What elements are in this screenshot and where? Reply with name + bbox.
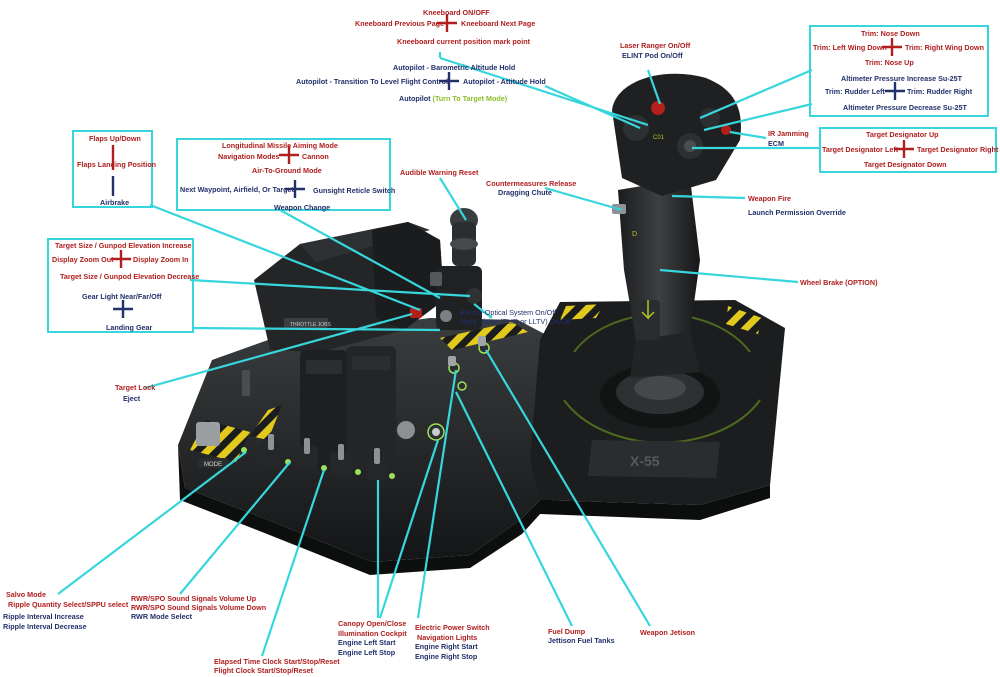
trim-left-label: Trim: Left Wing Down [813,43,887,52]
trim-right-label: Trim: Right Wing Down [905,43,984,52]
weapon-change-label: Weapon Change [274,203,331,212]
airbrake-label: Airbrake [100,198,130,207]
stick-marker: D [632,231,637,238]
ripple-decrease-label: Ripple Interval Decrease [3,622,87,631]
designator-down-label: Target Designator Down [864,160,947,169]
cross-markers [111,14,914,318]
trim-nose-up-label: Trim: Nose Up [865,58,914,67]
target-size-decrease-label: Target Size / Gunpod Elevation Decrease [60,272,200,281]
laser-ranger-label: Laser Ranger On/Off [620,41,691,50]
weapon-fire-label: Weapon Fire [748,194,791,203]
mode-plate-label: MODE [204,462,222,468]
launch-override-label: Launch Permission Override [748,208,846,217]
night-vision-label: Night Vision (FLIR or LLTV) On/Off [460,317,571,326]
navigation-lights-label: Navigation Lights [417,633,478,642]
autopilot-main-text: Autopilot [399,94,431,103]
countermeasures-label: Countermeasures Release [486,179,577,188]
wheel-brake-label: Wheel Brake (OPTION) [800,278,878,287]
flaps-updown-label: Flaps Up/Down [89,134,141,143]
laser-button [651,101,665,115]
target-lock-label: Target Lock [115,383,156,392]
ripple-quantity-label: Ripple Quantity Select/SPPU select [8,600,129,609]
trim-nose-down-label: Trim: Nose Down [861,29,920,38]
missile-longitudinal-label: Longitudinal Missile Aiming Mode [222,141,338,150]
jettison-fuel-label: Jettison Fuel Tanks [548,636,615,645]
flight-clock-label: Flight Clock Start/Stop/Reset [214,666,314,675]
dragging-chute-label: Dragging Chute [498,188,552,197]
kneeboard-mark-label: Kneeboard current position mark point [397,37,530,46]
callout-boxes [47,25,997,333]
trim-rudder-left-label: Trim: Rudder Left [825,87,885,96]
electro-optical-label: Electro-Optical System On/Off [460,308,557,317]
trim-rudder-right-label: Trim: Rudder Right [907,87,973,96]
kneeboard-prev-label: Kneeboard Previous Page [355,19,445,28]
altimeter-decrease-label: Altimeter Pressure Decrease Su-25T [843,103,967,112]
throttle-plate-label: THROTTLE JOBS [290,322,332,328]
display-zoom-out-label: Display Zoom Out [52,255,114,264]
engine-left-start-label: Engine Left Start [338,638,396,647]
illumination-label: Illumination Cockpit [338,629,407,638]
altimeter-increase-label: Altimeter Pressure Increase Su-25T [841,74,963,83]
fuel-dump-label: Fuel Dump [548,627,586,636]
autopilot-label: Autopilot (Turn To Target Mode) [399,94,507,103]
throttle-switches [241,336,490,480]
autopilot-turn-text: (Turn To Target Mode) [432,94,508,103]
navigation-modes-label: Navigation Modes [218,152,280,161]
eject-label: Eject [123,394,141,403]
electric-power-label: Electric Power Switch [415,623,490,632]
throttle-top-controls [410,208,482,330]
throttle-plate [284,318,328,328]
ripple-increase-label: Ripple Interval Increase [3,612,84,621]
next-waypoint-label: Next Waypoint, Airfield, Or Target [180,185,294,194]
ecm-label: ECM [768,139,784,148]
gear-light-label: Gear Light Near/Far/Off [82,292,162,301]
joystick: C01 D [612,73,741,378]
gunsight-label: Gunsight Reticle Switch [313,186,396,195]
audible-warning-label: Audible Warning Reset [400,168,479,177]
ir-jamming-label: IR Jamming [768,129,809,138]
salvo-mode-label: Salvo Mode [6,590,46,599]
autopilot-attitude-label: Autopilot - Attitude Hold [463,77,546,86]
designator-left-label: Target Designator Left [822,145,899,154]
throttle-levers: THROTTLE JOBS [242,222,444,470]
engine-right-stop-label: Engine Right Stop [415,652,478,661]
display-zoom-in-label: Display Zoom In [133,255,189,264]
kneeboard-next-label: Kneeboard Next Page [461,19,536,28]
rwr-mode-label: RWR Mode Select [131,612,192,621]
base-logo: X-55 [630,453,660,469]
weapon-jettison-label: Weapon Jetison [640,628,695,637]
target-size-increase-label: Target Size / Gunpod Elevation Increase [55,241,192,250]
mode-plate [198,458,228,468]
designator-right-label: Target Designator Right [917,145,999,154]
autopilot-level-label: Autopilot - Transition To Level Flight C… [296,77,448,86]
autopilot-baro-label: Autopilot - Barometric Altitude Hold [393,63,516,72]
callout-lines [57,52,820,657]
designator-up-label: Target Designator Up [866,130,939,139]
cannon-label: Cannon [302,152,329,161]
hat-label: C01 [653,135,665,141]
elint-label: ELINT Pod On/Off [622,51,683,60]
engine-left-stop-label: Engine Left Stop [338,648,396,657]
stick-base: X-55 [530,300,785,520]
kneeboard-onoff-label: Kneeboard ON/OFF [423,8,490,17]
landing-gear-label: Landing Gear [106,323,153,332]
canopy-label: Canopy Open/Close [338,619,407,628]
rwr-volume-up-label: RWR/SPO Sound Signals Volume Up [131,594,257,603]
flaps-landing-label: Flaps Landing Position [77,160,157,169]
rwr-volume-down-label: RWR/SPO Sound Signals Volume Down [131,603,267,612]
elapsed-clock-label: Elapsed Time Clock Start/Stop/Reset [214,657,340,666]
engine-right-start-label: Engine Right Start [415,642,478,651]
air-ground-label: Air-To-Ground Mode [252,166,322,175]
